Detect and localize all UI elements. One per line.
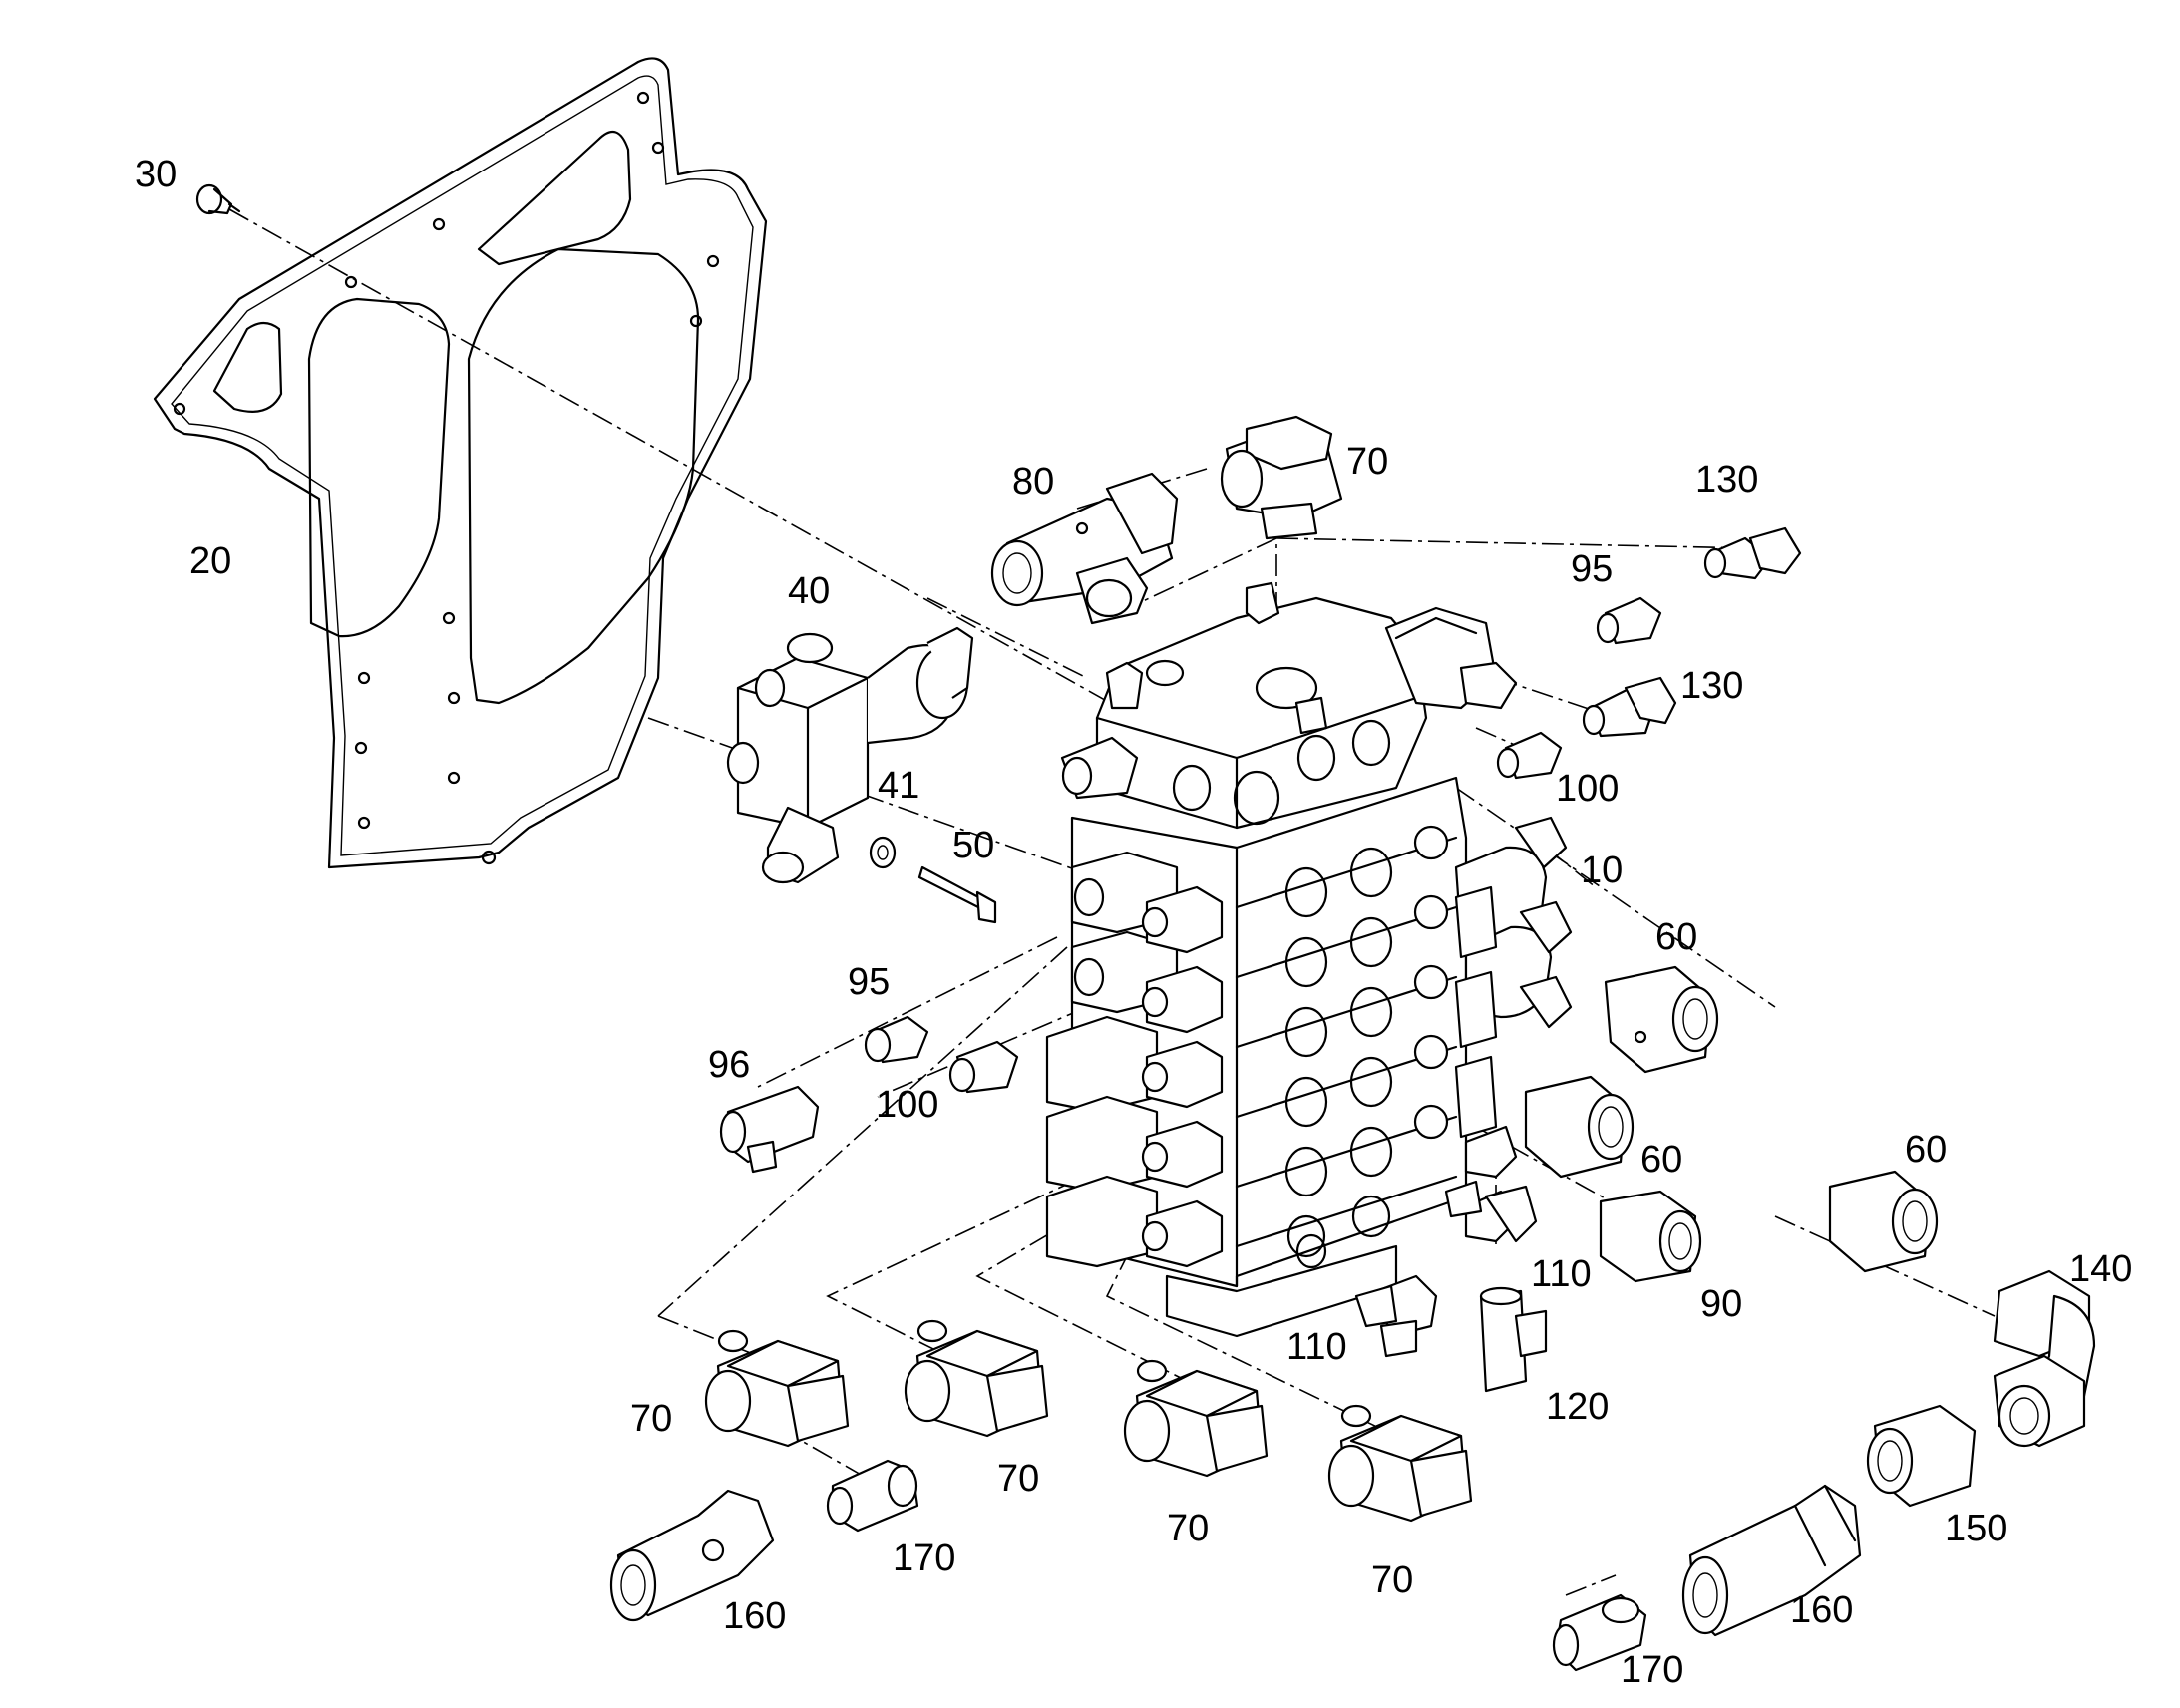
washer-41 — [869, 836, 897, 869]
fitting-170-right — [1552, 1593, 1647, 1672]
elbow-140 — [1993, 1269, 2096, 1448]
callout-40: 40 — [788, 570, 830, 612]
elbow-70-bottom-4 — [1327, 1404, 1473, 1523]
callout-labels: 30 20 40 41 50 80 70 130 95 130 100 10 6… — [135, 154, 2132, 1691]
callout-60-upper: 60 — [1655, 916, 1697, 958]
callout-120: 120 — [1546, 1386, 1609, 1428]
adapter-60-upper — [1604, 965, 1719, 1074]
callout-90: 90 — [1700, 1283, 1742, 1325]
callout-96: 96 — [708, 1044, 750, 1086]
callout-110-upper: 110 — [1531, 1253, 1592, 1295]
fitting-96-left — [719, 1085, 820, 1174]
callout-60-right: 60 — [1905, 1129, 1947, 1171]
fitting-100-upper — [1496, 731, 1563, 780]
adapter-60-middle — [1524, 1075, 1635, 1179]
fitting-170-left — [826, 1459, 919, 1533]
bolt-50 — [917, 865, 997, 924]
callout-70-bottom-4: 70 — [1371, 1559, 1413, 1601]
fitting-130-lower — [1582, 676, 1677, 738]
callout-95-upper: 95 — [1571, 548, 1613, 590]
callout-95-left: 95 — [848, 961, 890, 1003]
fitting-130-upper — [1703, 526, 1802, 580]
elbow-fitting-70-top — [1220, 415, 1343, 540]
elbow-70-bottom-3 — [1123, 1359, 1269, 1478]
callout-10: 10 — [1581, 850, 1623, 891]
fitting-95-left — [864, 1015, 929, 1064]
callout-160-left: 160 — [723, 1595, 786, 1637]
elbow-70-bottom-2 — [904, 1319, 1049, 1438]
callout-70-bottom-1: 70 — [630, 1398, 672, 1440]
callout-170-right: 170 — [1621, 1649, 1683, 1691]
solenoid-valve-40 — [726, 626, 974, 884]
callout-150: 150 — [1945, 1508, 2007, 1549]
tee-110-lower — [1354, 1274, 1438, 1358]
callout-160-right: 160 — [1790, 1589, 1853, 1631]
callout-130-lower: 130 — [1680, 665, 1743, 707]
callout-170-left: 170 — [893, 1537, 955, 1579]
valve-120 — [1479, 1286, 1548, 1393]
mounting-plate-20 — [153, 57, 768, 869]
elbow-70-bottom-1 — [704, 1329, 850, 1448]
tee-fitting-80 — [990, 472, 1179, 625]
callout-140: 140 — [2069, 1248, 2132, 1290]
adapter-60-right — [1828, 1170, 1939, 1273]
callout-130-upper: 130 — [1695, 459, 1758, 501]
callout-70-bottom-3: 70 — [1167, 1508, 1209, 1549]
callout-70-bottom-2: 70 — [997, 1458, 1039, 1500]
callout-20: 20 — [189, 540, 231, 582]
fitting-95-upper — [1596, 596, 1662, 645]
callout-41: 41 — [878, 765, 919, 807]
adapter-150 — [1866, 1404, 1977, 1508]
callout-30: 30 — [135, 154, 177, 195]
adapter-160-right — [1681, 1484, 1862, 1637]
adapter-90 — [1599, 1190, 1702, 1283]
callout-70-top: 70 — [1346, 441, 1388, 483]
adapter-160-left — [609, 1489, 775, 1622]
callout-100-left: 100 — [876, 1084, 938, 1126]
callout-80: 80 — [1012, 461, 1054, 503]
callout-100-upper: 100 — [1556, 768, 1619, 810]
main-valve-block-10 — [1045, 581, 1573, 1338]
screw-30 — [195, 183, 241, 215]
tee-110-upper — [1444, 1180, 1538, 1243]
callout-50: 50 — [952, 825, 994, 866]
fitting-100-left — [948, 1040, 1019, 1094]
callout-110-lower: 110 — [1286, 1326, 1347, 1368]
callout-60-middle: 60 — [1640, 1139, 1682, 1181]
